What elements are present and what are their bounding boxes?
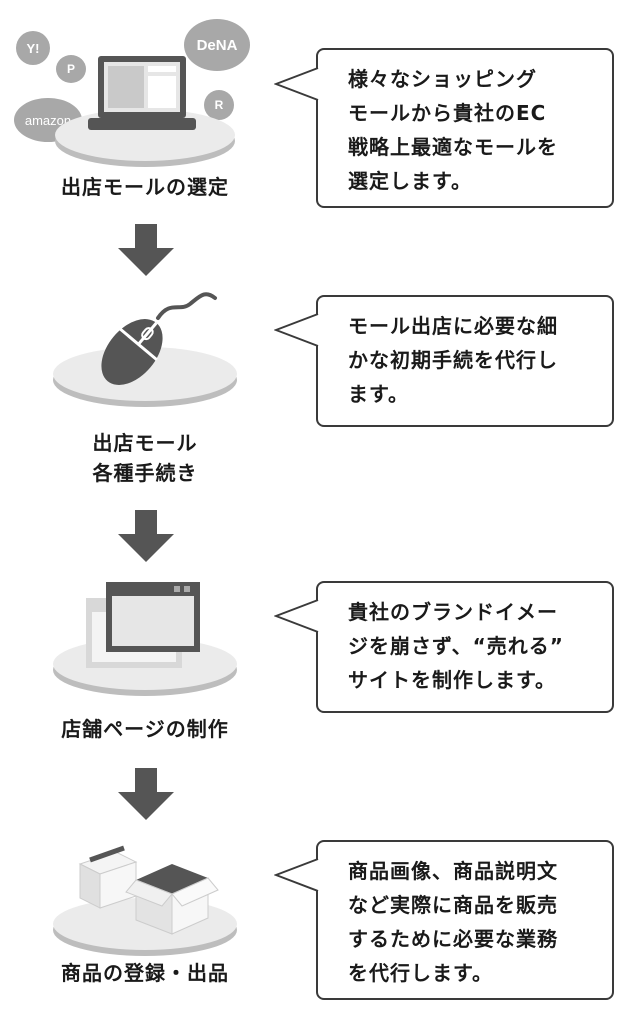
step-4-title: 商品の登録・出品	[61, 961, 229, 985]
step-1-title: 出店モールの選定	[61, 175, 229, 199]
step-1-description: 様々なショッピング モールから貴社のEC 戦略上最適なモールを 選定します。	[316, 48, 614, 208]
bubble-tail	[274, 67, 319, 101]
dena-logo-bubble: DeNA	[184, 19, 250, 71]
mouse-icon	[53, 292, 237, 407]
product-boxes-icon	[53, 845, 237, 956]
bubble-tail	[274, 858, 319, 892]
down-arrow-icon	[118, 224, 174, 276]
step-2-description: モール出店に必要な細 かな初期手続を代行し ます。	[316, 295, 614, 427]
step-3-description: 貴社のブランドイメー ジを崩さず、“売れる” サイトを制作します。	[316, 581, 614, 713]
bubble-tail	[274, 599, 319, 633]
down-arrow-icon	[118, 768, 174, 820]
bubble-tail	[274, 313, 319, 347]
rakuten-logo-bubble: R	[204, 90, 234, 120]
down-arrow-icon	[118, 510, 174, 562]
ponpare-logo-bubble: P	[56, 55, 86, 83]
step-4-description: 商品画像、商品説明文 など実際に商品を販売 するために必要な業務 を代行します。	[316, 840, 614, 1000]
browser-window-icon	[53, 582, 237, 696]
yahoo-logo-bubble: Y!	[16, 31, 50, 65]
step-2-title: 出店モール 各種手続き	[92, 431, 198, 485]
laptop-icon	[55, 56, 235, 167]
step-3-title: 店舗ページの制作	[61, 717, 229, 741]
